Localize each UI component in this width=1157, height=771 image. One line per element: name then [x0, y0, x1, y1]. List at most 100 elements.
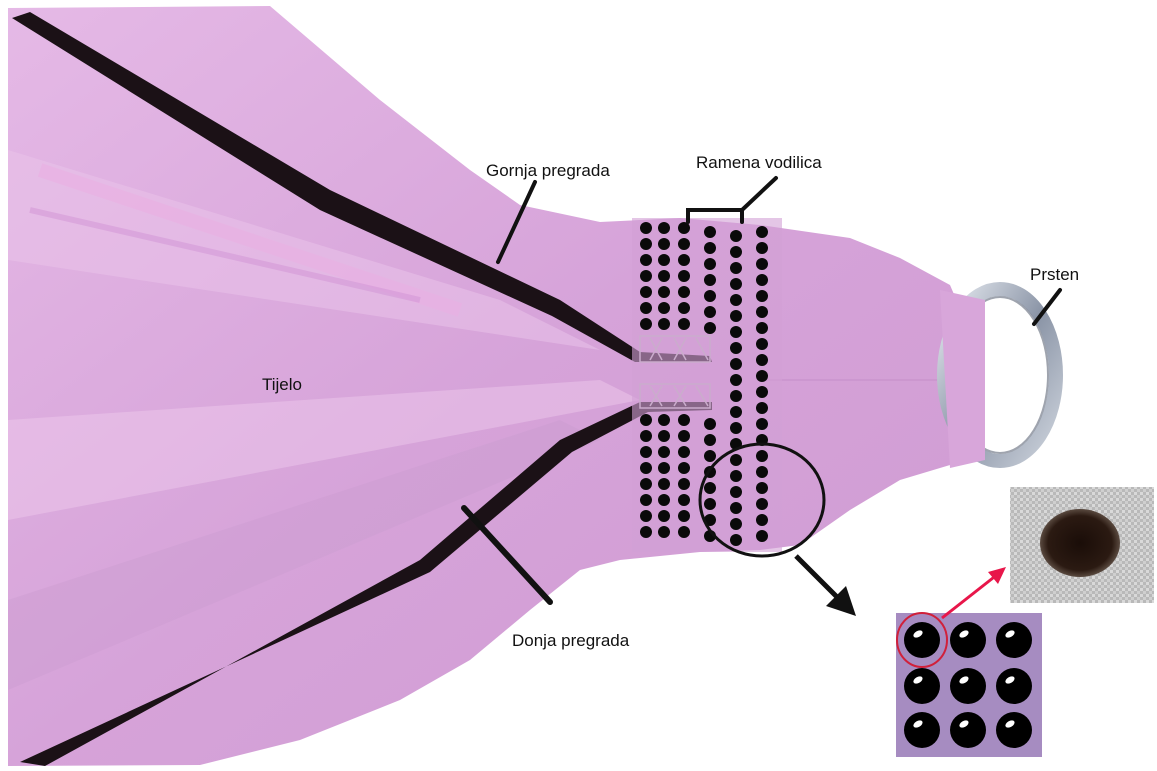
guide-dot: [730, 278, 742, 290]
guide-dot: [730, 502, 742, 514]
guide-dot: [640, 430, 652, 442]
guide-dot: [730, 406, 742, 418]
guide-dot: [678, 414, 690, 426]
inset-dots: [904, 622, 1032, 748]
guide-dot: [704, 290, 716, 302]
guide-dot: [678, 286, 690, 298]
guide-dot: [756, 450, 768, 462]
guide-dot: [756, 514, 768, 526]
guide-dot: [704, 322, 716, 334]
guide-dot: [756, 418, 768, 430]
guide-dot: [640, 494, 652, 506]
guide-dot: [658, 430, 670, 442]
guide-dot: [730, 454, 742, 466]
guide-dot: [730, 326, 742, 338]
guide-dot: [640, 414, 652, 426]
guide-dot: [658, 222, 670, 234]
guide-dot: [658, 494, 670, 506]
guide-dot: [704, 258, 716, 270]
label-upper-partition: Gornja pregrada: [486, 161, 610, 180]
inset-dot: [904, 622, 940, 658]
guide-dot: [756, 306, 768, 318]
guide-dot: [704, 242, 716, 254]
guide-dot: [730, 534, 742, 546]
guide-dot: [704, 418, 716, 430]
guide-dot: [658, 462, 670, 474]
guide-dot: [704, 498, 716, 510]
guide-dot: [640, 302, 652, 314]
guide-dot: [730, 310, 742, 322]
guide-dot: [678, 318, 690, 330]
guide-dot: [704, 482, 716, 494]
label-ring: Prsten: [1030, 265, 1079, 284]
guide-dot: [678, 238, 690, 250]
guide-dot: [730, 342, 742, 354]
guide-dot: [640, 222, 652, 234]
guide-dot: [704, 274, 716, 286]
guide-dot: [678, 446, 690, 458]
guide-dot: [704, 434, 716, 446]
guide-dot: [730, 246, 742, 258]
guide-dot: [640, 510, 652, 522]
label-body: Tijelo: [262, 375, 302, 394]
inset-dot: [996, 712, 1032, 748]
guide-dot: [640, 270, 652, 282]
guide-dot: [756, 338, 768, 350]
guide-dot: [658, 286, 670, 298]
guide-dot: [704, 306, 716, 318]
guide-dot: [756, 498, 768, 510]
guide-dot: [756, 290, 768, 302]
guide-dot: [678, 430, 690, 442]
guide-dot: [756, 258, 768, 270]
guide-dot: [658, 254, 670, 266]
guide-dot: [678, 526, 690, 538]
guide-dot: [730, 390, 742, 402]
guide-dot: [678, 270, 690, 282]
guide-dot: [756, 386, 768, 398]
label-shoulder-guide: Ramena vodilica: [696, 153, 822, 172]
guide-dot: [678, 462, 690, 474]
guide-dot: [640, 526, 652, 538]
guide-dot: [640, 254, 652, 266]
shoulder-guide-pointer: [742, 178, 776, 210]
guide-dot: [658, 302, 670, 314]
closeup-dot: [1040, 509, 1120, 577]
guide-dot: [678, 302, 690, 314]
guide-dot: [678, 510, 690, 522]
inset-dot: [996, 668, 1032, 704]
guide-dot: [678, 478, 690, 490]
arrow-icon: [796, 556, 840, 600]
guide-dot: [756, 226, 768, 238]
red-arrow-icon: [942, 574, 998, 618]
guide-dot: [756, 354, 768, 366]
inset-dot: [996, 622, 1032, 658]
guide-dot: [640, 446, 652, 458]
guide-dot: [640, 478, 652, 490]
guide-dot: [756, 370, 768, 382]
guide-dot: [704, 226, 716, 238]
guide-dot: [658, 526, 670, 538]
guide-dot: [756, 402, 768, 414]
guide-dot: [730, 294, 742, 306]
guide-dot: [730, 230, 742, 242]
inset-dot: [904, 668, 940, 704]
inset-dot: [950, 668, 986, 704]
guide-dot: [658, 270, 670, 282]
sling-fabric: [8, 6, 982, 766]
guide-dot: [730, 518, 742, 530]
guide-dot: [678, 494, 690, 506]
guide-dot: [678, 254, 690, 266]
guide-dot: [658, 414, 670, 426]
guide-dot: [640, 318, 652, 330]
inset-dot: [904, 712, 940, 748]
guide-dot: [756, 242, 768, 254]
inset-dot: [950, 622, 986, 658]
guide-dot: [730, 422, 742, 434]
guide-dot: [640, 286, 652, 298]
guide-dot: [756, 482, 768, 494]
shoulder-guide: [632, 218, 782, 552]
guide-dot: [756, 466, 768, 478]
guide-dot: [640, 462, 652, 474]
guide-dot: [658, 446, 670, 458]
